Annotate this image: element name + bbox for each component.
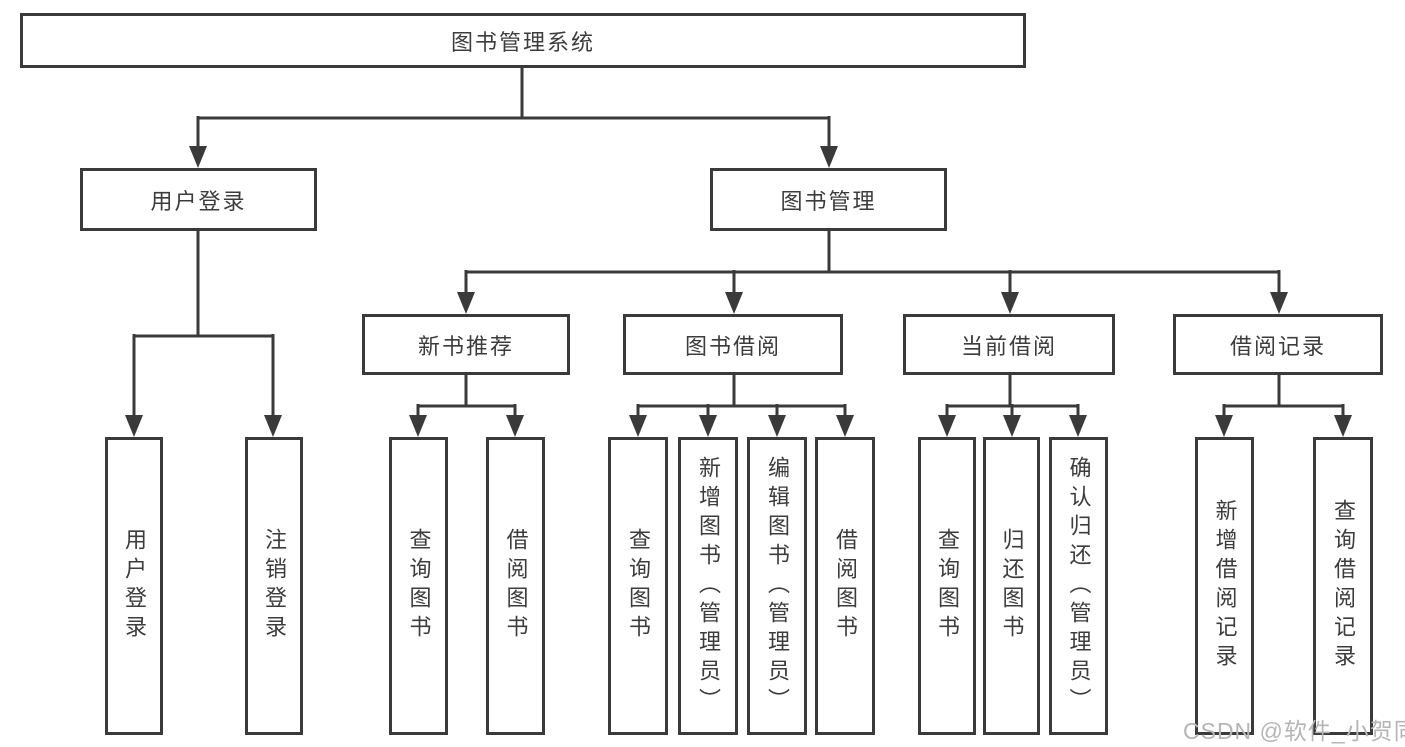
connector-root-to-level2 [189, 68, 838, 168]
node-borrow-record: 借阅记录 [1173, 314, 1383, 375]
node-label: 图书管理 [780, 188, 877, 214]
connector-current-borrow-group [938, 375, 1087, 437]
leaf-add-borrow-record: 新增借阅记录 [1195, 437, 1254, 735]
arrowhead [1003, 415, 1021, 437]
leaf-add-book-admin: 新增图书（管理员） [678, 437, 738, 735]
node-label: 借阅记录 [1229, 333, 1326, 359]
connector-borrow-record-group [1215, 375, 1352, 437]
node-current-borrow: 当前借阅 [903, 314, 1115, 375]
arrowhead [629, 415, 647, 437]
node-label: 查询图书 [935, 528, 960, 644]
node-label: 新书推荐 [417, 333, 514, 359]
node-label: 查询图书 [406, 528, 432, 644]
node-label: 用户登录 [150, 188, 247, 214]
arrowhead [1001, 292, 1019, 314]
arrowhead [938, 415, 956, 437]
arrowhead [699, 415, 717, 437]
node-label: 归还图书 [999, 528, 1025, 644]
leaf-return-book: 归还图书 [983, 437, 1040, 735]
node-label: 新增借阅记录 [1212, 499, 1238, 673]
node-label: 用户登录 [122, 528, 147, 644]
leaf-borrow-book-1: 借阅图书 [486, 437, 545, 735]
csdn-watermark: CSDN @软件_小贺同学 [1183, 718, 1405, 744]
arrowhead [189, 146, 207, 168]
node-label: 编辑图书（管理员） [765, 455, 790, 717]
arrowhead [264, 415, 282, 437]
node-label: 借阅图书 [833, 528, 858, 644]
node-label: 新增图书（管理员） [696, 455, 721, 717]
node-user-login: 用户登录 [80, 168, 317, 231]
leaf-query-book-2: 查询图书 [608, 437, 668, 735]
node-book-borrow: 图书借阅 [623, 314, 843, 375]
leaf-query-book-1: 查询图书 [389, 437, 448, 735]
arrowhead [125, 415, 143, 437]
arrowhead [1270, 292, 1288, 314]
leaf-user-login: 用户登录 [105, 437, 163, 735]
arrowhead [836, 415, 854, 437]
connector-new-book-group [409, 375, 524, 437]
arrowhead [1334, 415, 1352, 437]
node-label: 图书借阅 [684, 333, 781, 359]
node-label: 图书管理系统 [450, 29, 595, 55]
arrowhead [457, 292, 475, 314]
leaf-confirm-return-admin: 确认归还（管理员） [1049, 437, 1108, 735]
node-label: 借阅图书 [503, 528, 529, 644]
connector-book-borrow-group [629, 375, 854, 437]
leaf-borrow-book-2: 借阅图书 [815, 437, 875, 735]
node-label: 当前借阅 [960, 333, 1057, 359]
node-library-system: 图书管理系统 [20, 13, 1026, 68]
node-book-management: 图书管理 [710, 168, 947, 231]
node-new-book-recommend: 新书推荐 [362, 314, 570, 375]
arrowhead [1069, 415, 1087, 437]
leaf-query-borrow-record: 查询借阅记录 [1313, 437, 1373, 735]
node-label: 确认归还（管理员） [1066, 455, 1092, 717]
connector-user-login-group [125, 231, 282, 437]
node-label: 注销登录 [262, 528, 287, 644]
arrowhead [409, 415, 427, 437]
node-label: 查询借阅记录 [1331, 499, 1356, 673]
arrowhead [768, 415, 786, 437]
arrowhead [506, 415, 524, 437]
connector-book-mgmt-to-level3 [457, 231, 1288, 314]
leaf-edit-book-admin: 编辑图书（管理员） [747, 437, 807, 735]
arrowhead [820, 146, 838, 168]
leaf-logout: 注销登录 [245, 437, 303, 735]
arrowhead [725, 292, 743, 314]
arrowhead [1215, 415, 1233, 437]
leaf-query-book-3: 查询图书 [918, 437, 976, 735]
node-label: 查询图书 [626, 528, 651, 644]
